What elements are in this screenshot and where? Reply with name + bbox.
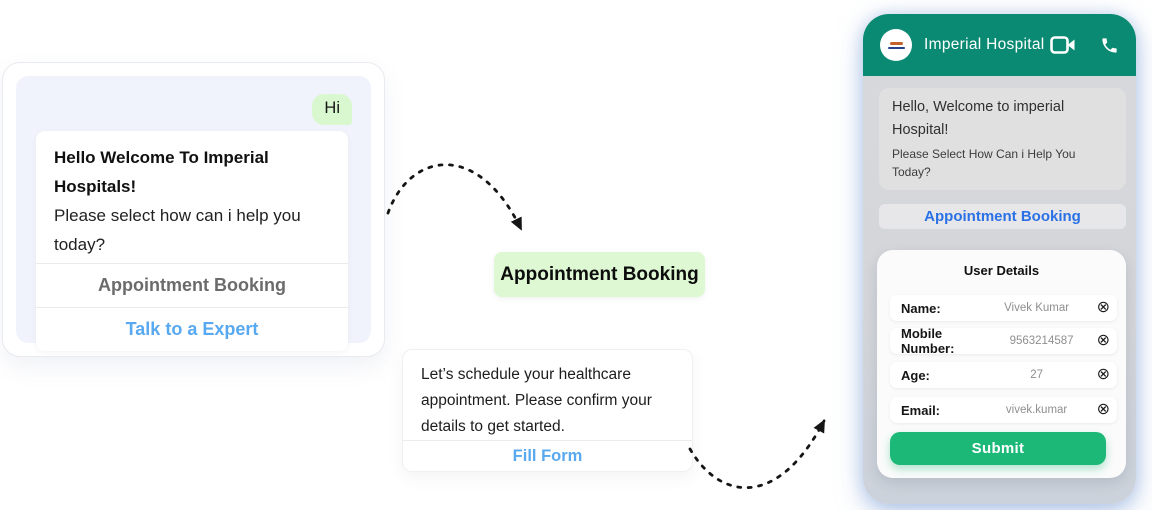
user-message-text: Hi xyxy=(324,99,340,117)
field-label: Age: xyxy=(901,367,930,383)
phone-call-icon[interactable] xyxy=(1100,36,1119,55)
fill-form-button[interactable]: Fill Form xyxy=(403,440,692,471)
field-row-age: Age: 27 ⊗ xyxy=(890,362,1117,388)
chat-panel: Hi Hello Welcome To Imperial Hospitals! … xyxy=(16,76,371,351)
hospital-logo-icon xyxy=(880,29,912,61)
clear-field-icon[interactable]: ⊗ xyxy=(1096,332,1110,349)
bot-message-title: Hello Welcome To Imperial Hospitals! xyxy=(54,148,269,196)
submit-button[interactable]: Submit xyxy=(890,432,1106,465)
phone-option-appointment-booking[interactable]: Appointment Booking xyxy=(879,204,1126,229)
field-value: vivek.kumar xyxy=(1005,404,1068,416)
field-row-name: Name: Vivek Kumar ⊗ xyxy=(890,295,1117,321)
phone-mockup: Imperial Hospital Hello, Welcome to impe… xyxy=(863,14,1136,504)
phone-greeting-title: Hello, Welcome to imperial Hospital! xyxy=(892,99,1065,138)
arrow-to-phone xyxy=(688,419,826,490)
followup-message-text: Let’s schedule your healthcare appointme… xyxy=(421,366,652,435)
bot-message-card: Hello Welcome To Imperial Hospitals! Ple… xyxy=(36,131,348,351)
field-value: Vivek Kumar xyxy=(1004,302,1070,314)
option-talk-to-expert[interactable]: Talk to a Expert xyxy=(36,307,348,351)
option-label: Appointment Booking xyxy=(98,275,286,295)
arrow-select-option xyxy=(386,163,523,231)
field-label: Name: xyxy=(901,300,941,316)
selected-option-label: Appointment Booking xyxy=(500,263,699,285)
clear-field-icon[interactable]: ⊗ xyxy=(1096,401,1110,418)
phone-header-title: Imperial Hospital xyxy=(924,36,1045,53)
field-row-email: Email: vivek.kumar ⊗ xyxy=(890,397,1117,423)
user-message-bubble: Hi xyxy=(312,94,352,125)
field-label: Email: xyxy=(901,402,941,418)
video-call-icon[interactable] xyxy=(1050,35,1076,55)
chat-widget: Hi Hello Welcome To Imperial Hospitals! … xyxy=(2,62,385,357)
field-label: Mobile Number: xyxy=(901,326,955,356)
phone-greeting-bubble: Hello, Welcome to imperial Hospital! Ple… xyxy=(879,88,1126,190)
user-details-card: User Details Name: Vivek Kumar ⊗ Mobile … xyxy=(877,250,1126,478)
selected-option-pill[interactable]: Appointment Booking xyxy=(494,252,705,297)
option-label: Talk to a Expert xyxy=(125,319,259,339)
phone-header: Imperial Hospital xyxy=(863,14,1136,76)
clear-field-icon[interactable]: ⊗ xyxy=(1096,299,1110,316)
bot-message-body: Please select how can i help you today? xyxy=(54,206,301,254)
field-value: 9563214587 xyxy=(1009,335,1074,347)
clear-field-icon[interactable]: ⊗ xyxy=(1096,366,1110,383)
fill-form-label: Fill Form xyxy=(512,446,583,465)
option-appointment-booking[interactable]: Appointment Booking xyxy=(36,263,348,307)
field-value: 27 xyxy=(1030,369,1043,381)
phone-option-label: Appointment Booking xyxy=(924,208,1081,225)
followup-message-card: Let’s schedule your healthcare appointme… xyxy=(402,349,693,472)
phone-greeting-body: Please Select How Can i Help You Today? xyxy=(892,147,1076,179)
user-details-title: User Details xyxy=(963,263,1040,278)
bot-message-text: Hello Welcome To Imperial Hospitals! Ple… xyxy=(36,131,348,263)
field-row-mobile-number: Mobile Number: 9563214587 ⊗ xyxy=(890,326,1117,356)
